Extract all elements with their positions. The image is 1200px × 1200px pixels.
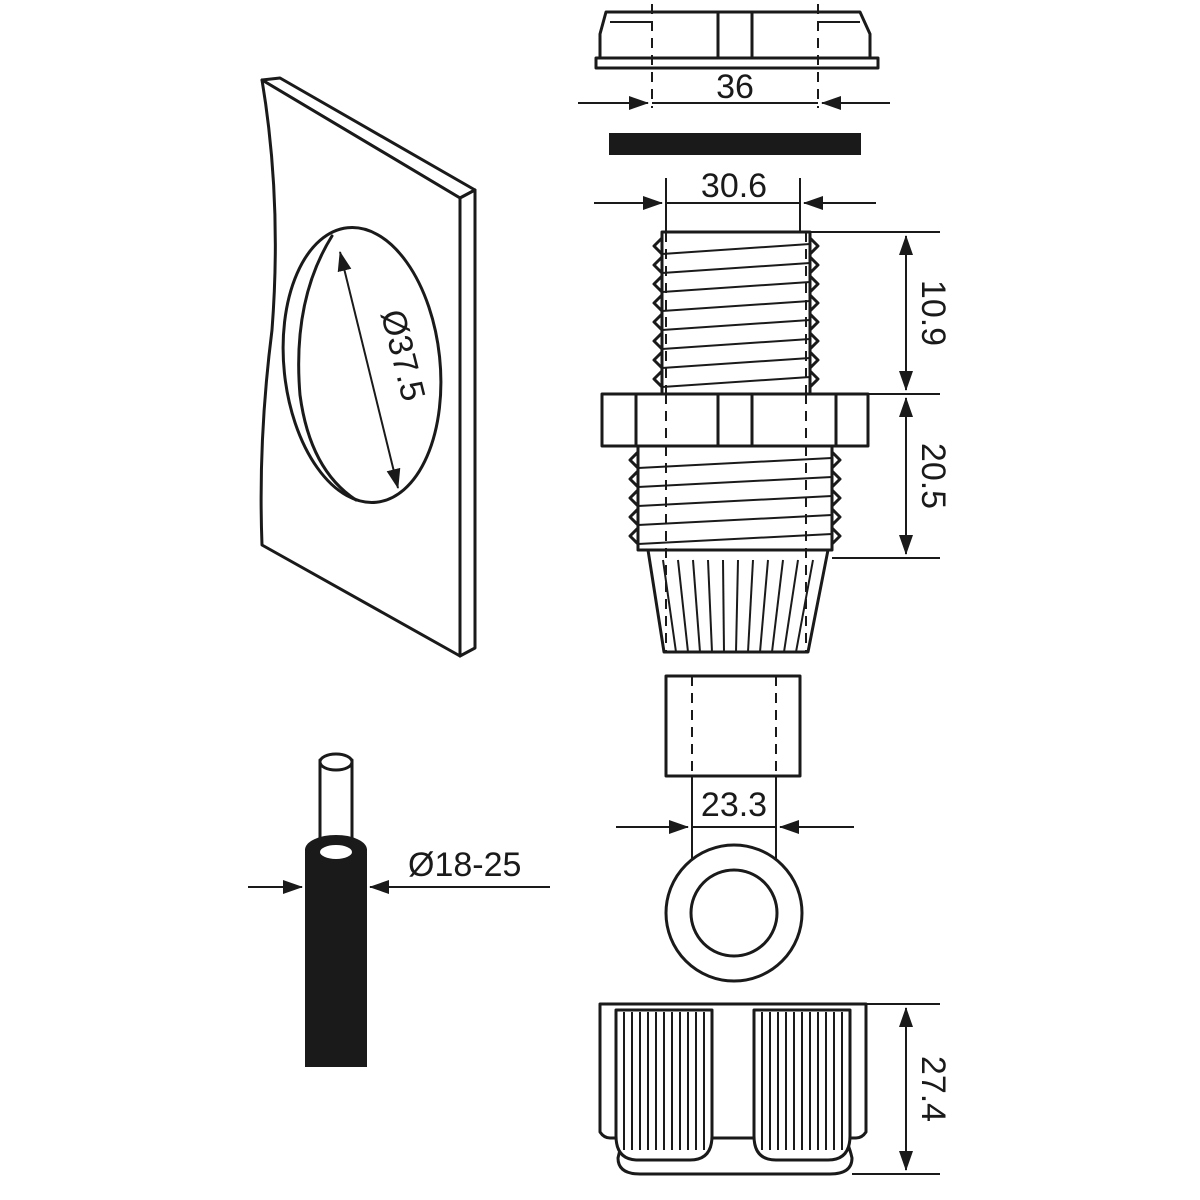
thread-tooth [628, 507, 640, 527]
seal-width-dimension: 23.3 [616, 776, 854, 900]
thread-width-label: 30.6 [701, 167, 767, 205]
thread-tooth [808, 255, 820, 275]
thread-tooth [652, 350, 664, 370]
collet-claw-line [783, 559, 799, 653]
thread-tooth [628, 488, 640, 508]
thread-tooth [652, 312, 664, 332]
cap-nut [598, 1002, 868, 1176]
cable-diameter-label: Ø18-25 [408, 846, 521, 884]
cap-hex-width-dimension: 36 [578, 68, 890, 110]
collet-claw-line [707, 559, 713, 653]
thread-lower-height-label: 20.5 [914, 443, 952, 509]
thread-tooth [830, 469, 842, 489]
thread-line [661, 281, 811, 293]
thread-tooth [628, 526, 640, 546]
thread-width-dimension: 30.6 [594, 167, 876, 232]
collet-claw-line [677, 559, 689, 653]
thread-line [637, 514, 833, 526]
cap-hex-width-label: 36 [716, 68, 754, 106]
thread-line [637, 533, 833, 545]
thread-tooth [652, 331, 664, 351]
thread-upper-height-label: 10.9 [914, 280, 952, 346]
collet-claw-line [735, 559, 739, 653]
thread-tooth [808, 350, 820, 370]
thread-line [637, 476, 833, 488]
thread-line [661, 319, 811, 331]
sealing-washer [609, 133, 861, 155]
thread-tooth [830, 488, 842, 508]
thread-tooth [652, 293, 664, 313]
collet-claw-line [662, 559, 677, 653]
cable-diameter-dimension: Ø18-25 [248, 846, 550, 894]
thread-tooth [652, 255, 664, 275]
thread-line [661, 262, 811, 274]
thread-tooth [808, 312, 820, 332]
thread-line [661, 300, 811, 312]
thread-tooth [652, 369, 664, 389]
thread-tooth [808, 274, 820, 294]
collet-claw-line [771, 559, 784, 653]
thread-line [661, 338, 811, 350]
thread-tooth [808, 236, 820, 256]
gland-body [600, 230, 870, 654]
collet-claw-line [692, 559, 701, 653]
thread-tooth [808, 369, 820, 389]
seal-insert [664, 674, 802, 778]
mounting-panel: Ø37.5 [259, 76, 477, 658]
thread-tooth [830, 526, 842, 546]
thread-tooth [830, 507, 842, 527]
thread-line [661, 243, 811, 255]
thread-height-dimensions: 10.9 20.5 [810, 231, 952, 559]
thread-line [637, 495, 833, 507]
thread-line [637, 457, 833, 469]
thread-line [661, 357, 811, 369]
thread-tooth [652, 236, 664, 256]
cable [305, 752, 367, 1067]
thread-tooth [628, 469, 640, 489]
collet-claw-line [795, 559, 814, 653]
thread-tooth [808, 331, 820, 351]
panel-hole-dimension-line [337, 251, 401, 489]
thread-tooth [808, 293, 820, 313]
thread-tooth [652, 274, 664, 294]
collet-claw-line [747, 559, 754, 653]
seal-width-label: 23.3 [701, 786, 767, 824]
thread-tooth [830, 450, 842, 470]
collet-claw-line [722, 559, 725, 653]
collet-claw-line [759, 559, 769, 653]
thread-line [661, 376, 811, 388]
seal-ring-top-view [664, 843, 804, 983]
cap-height-label: 27.4 [914, 1056, 952, 1122]
thread-tooth [628, 450, 640, 470]
cap-height-dimension: 27.4 [852, 1003, 952, 1175]
top-lock-nut [594, 4, 880, 108]
